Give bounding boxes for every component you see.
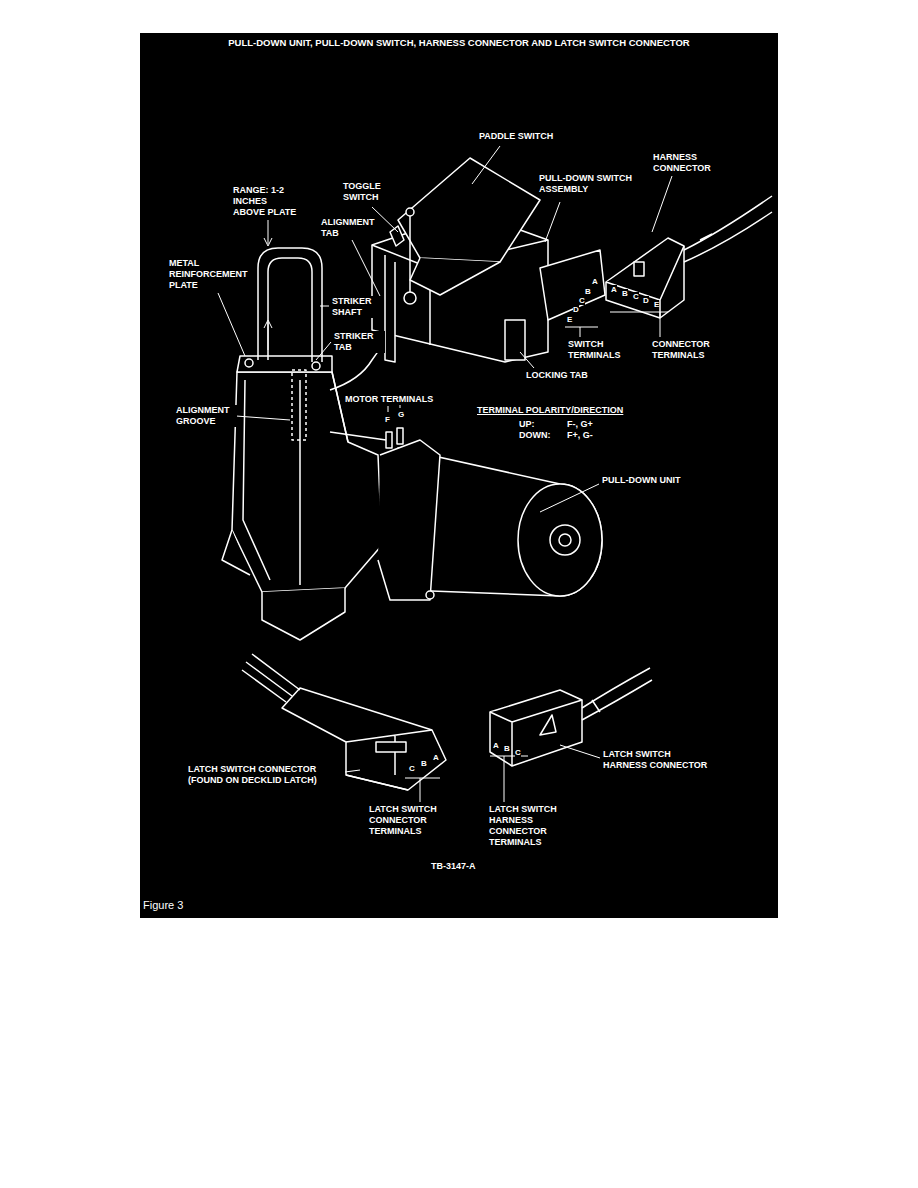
part-label: PADDLE SWITCH (478, 131, 554, 142)
leader-lines (218, 146, 672, 802)
pin-letter: C (579, 296, 585, 305)
part-label: LATCH SWITCH CONNECTOR TERMINALS (368, 804, 446, 837)
pin-letter: C (409, 764, 415, 773)
pin-letter: A (592, 277, 598, 286)
dimension-label: RANGE: 1-2 INCHES ABOVE PLATE (232, 185, 300, 218)
part-label: LATCH SWITCH HARNESS CONNECTOR (602, 749, 716, 771)
part-label: LATCH SWITCH CONNECTOR (FOUND ON DECKLID… (187, 764, 339, 786)
figure-title: PULL-DOWN UNIT, PULL-DOWN SWITCH, HARNES… (150, 37, 768, 49)
part-label: CONNECTOR TERMINALS (651, 339, 723, 361)
part-label: PULL-DOWN SWITCH ASSEMBLY (538, 173, 636, 195)
pin-letter: B (421, 759, 427, 768)
part-label: SWITCH TERMINALS (567, 339, 629, 361)
table-cell: UP: (518, 419, 536, 430)
pin-letter: C (633, 292, 639, 301)
pin-letter: A (493, 741, 499, 750)
pin-letter: A (611, 285, 617, 294)
panel-ground (140, 33, 778, 918)
part-label: ALIGNMENT TAB (320, 217, 377, 239)
pin-letter: F (385, 415, 390, 424)
pin-letter: A (433, 753, 439, 762)
part-label: HARNESS CONNECTOR (652, 152, 726, 174)
figure-caption: Figure 3 (143, 899, 183, 912)
figure-code: TB-3147-A (430, 861, 477, 872)
part-label: MOTOR TERMINALS (344, 394, 434, 405)
table-cell: DOWN: (518, 430, 552, 441)
table-cell: F+, G- (566, 430, 594, 441)
part-label: PULL-DOWN UNIT (601, 475, 682, 486)
part-label: TOGGLE SWITCH (342, 181, 399, 203)
pin-letter: B (585, 287, 591, 296)
part-label: LOCKING TAB (525, 370, 589, 381)
pin-letter: B (504, 744, 510, 753)
pin-letter: E (654, 300, 659, 309)
pin-letter: E (567, 315, 572, 324)
pin-letter: B (622, 289, 628, 298)
part-label: ALIGNMENT GROOVE (175, 405, 237, 427)
part-label: METAL REINFORCEMENT PLATE (168, 258, 256, 291)
pin-letter: G (398, 410, 404, 419)
pin-letter: C (515, 748, 521, 757)
part-label: STRIKER TAB (333, 331, 385, 353)
line-art (222, 158, 772, 790)
table-heading: TERMINAL POLARITY/DIRECTION (476, 405, 624, 416)
part-label: LATCH SWITCH HARNESS CONNECTOR TERMINALS (488, 804, 566, 848)
part-label: STRIKER SHAFT (331, 296, 383, 318)
pin-letter: D (573, 305, 579, 314)
table-cell: F-, G+ (566, 419, 594, 430)
pin-letter: D (643, 296, 649, 305)
